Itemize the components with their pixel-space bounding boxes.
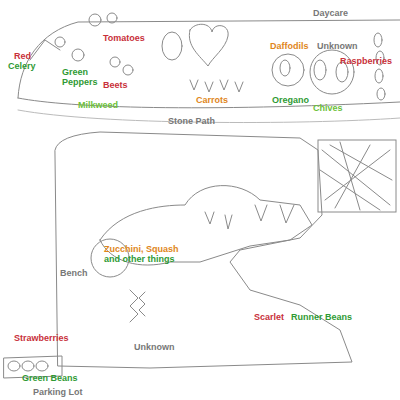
place-label: Stone Path [168, 116, 215, 126]
hatched-area [318, 140, 396, 212]
place-label: Strawberries [14, 333, 69, 343]
raspberry-doodle [374, 33, 382, 47]
plant-circle: Zucchini, Squashand other things [90, 238, 210, 278]
plant-label: Carrots [196, 95, 228, 105]
hatching [320, 142, 392, 210]
plant-label: Green Peppers [62, 67, 102, 87]
bed-outline [18, 20, 400, 98]
plant-label: Runner Beans [291, 312, 352, 322]
plant-doodle [72, 49, 84, 61]
plant-label: Scarlet [254, 312, 284, 322]
plant-label: Tomatoes [103, 33, 145, 43]
garden-bed: TomatoesRedCeleryGreen PeppersBeetsMilkw… [0, 0, 400, 125]
plant-label: Unknown [317, 41, 358, 51]
place-label: Bench [60, 268, 88, 278]
plant-label: Daffodils [270, 41, 309, 51]
plant-doodle [272, 54, 304, 86]
place-label: Daycare [313, 8, 348, 18]
garden-bed: Scarlet Runner BeansUnknown Zucchini, Squa… [45, 128, 400, 378]
plant-label: Oregano [272, 95, 309, 105]
plant-doodle [110, 57, 120, 67]
plant-doodle [8, 361, 20, 371]
carrot-doodle [190, 80, 243, 92]
bed-outline [55, 132, 352, 368]
plant-doodle [55, 37, 65, 47]
plant-doodle [36, 361, 48, 371]
plant-doodle [205, 205, 294, 229]
plant-label: Chives [313, 103, 343, 113]
plant-label: Unknown [134, 342, 175, 352]
plant-doodle [189, 24, 228, 66]
plant-doodle [89, 14, 101, 26]
raspberry-doodle [375, 69, 383, 83]
plant-doodle [280, 60, 290, 76]
raspberry-doodle [377, 88, 385, 100]
plant-label: Zucchini, Squash [104, 244, 179, 254]
plant-label: Raspberries [340, 56, 392, 66]
place-label: Green Beans [22, 373, 78, 383]
plant-doodle [107, 13, 117, 23]
plant-doodle [123, 65, 133, 75]
plant-doodle [130, 290, 145, 322]
plant-doodle [162, 32, 182, 60]
plant-label: Red [14, 51, 31, 61]
plant-label: and other things [104, 254, 175, 264]
plant-doodle [22, 361, 34, 371]
plant-label: Beets [103, 80, 128, 90]
plant-label: Milkweed [78, 100, 118, 110]
bed-outline [100, 186, 312, 265]
place-label: Parking Lot [33, 387, 83, 397]
plant-doodle [314, 60, 326, 80]
plant-label: Celery [8, 61, 36, 71]
